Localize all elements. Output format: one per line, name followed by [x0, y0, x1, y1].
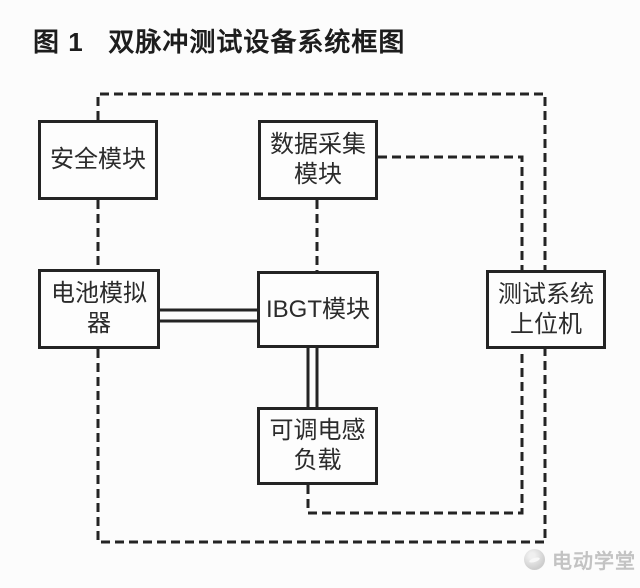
edge-safety-to-host-outer-top: [96, 92, 547, 270]
edge-daq-to-host: [378, 155, 524, 270]
edge-battery-to-host-outer-bottom: [96, 349, 547, 544]
edge-ibgt-to-load-power: [306, 348, 319, 407]
node-safety-module-label: 安全模块: [50, 146, 146, 173]
figure-title: 图 1 双脉冲测试设备系统框图: [33, 27, 406, 57]
node-data-acquisition-module: 数据采集 模块: [258, 120, 378, 200]
watermark: 电动学堂: [524, 545, 636, 574]
node-adjustable-inductive-load: 可调电感 负载: [257, 407, 378, 485]
node-battery-simulator-label: 电池模拟 器: [51, 280, 147, 337]
node-test-system-host-label: 测试系统 上位机: [498, 280, 594, 338]
edge-load-to-host: [306, 349, 524, 515]
node-ibgt-module-label: IBGT模块: [265, 295, 370, 323]
node-battery-simulator: 电池模拟 器: [38, 269, 160, 349]
edge-battery-to-ibgt-power: [160, 308, 257, 323]
node-ibgt-module: IBGT模块: [257, 271, 379, 348]
watermark-text: 电动学堂: [552, 551, 636, 573]
node-adjustable-inductive-load-label: 可调电感 负载: [269, 417, 366, 474]
node-safety-module: 安全模块: [38, 120, 158, 200]
node-data-acquisition-module-label: 数据采集 模块: [270, 131, 366, 188]
node-test-system-host: 测试系统 上位机: [486, 270, 606, 349]
brand-logo-icon: [524, 549, 545, 570]
